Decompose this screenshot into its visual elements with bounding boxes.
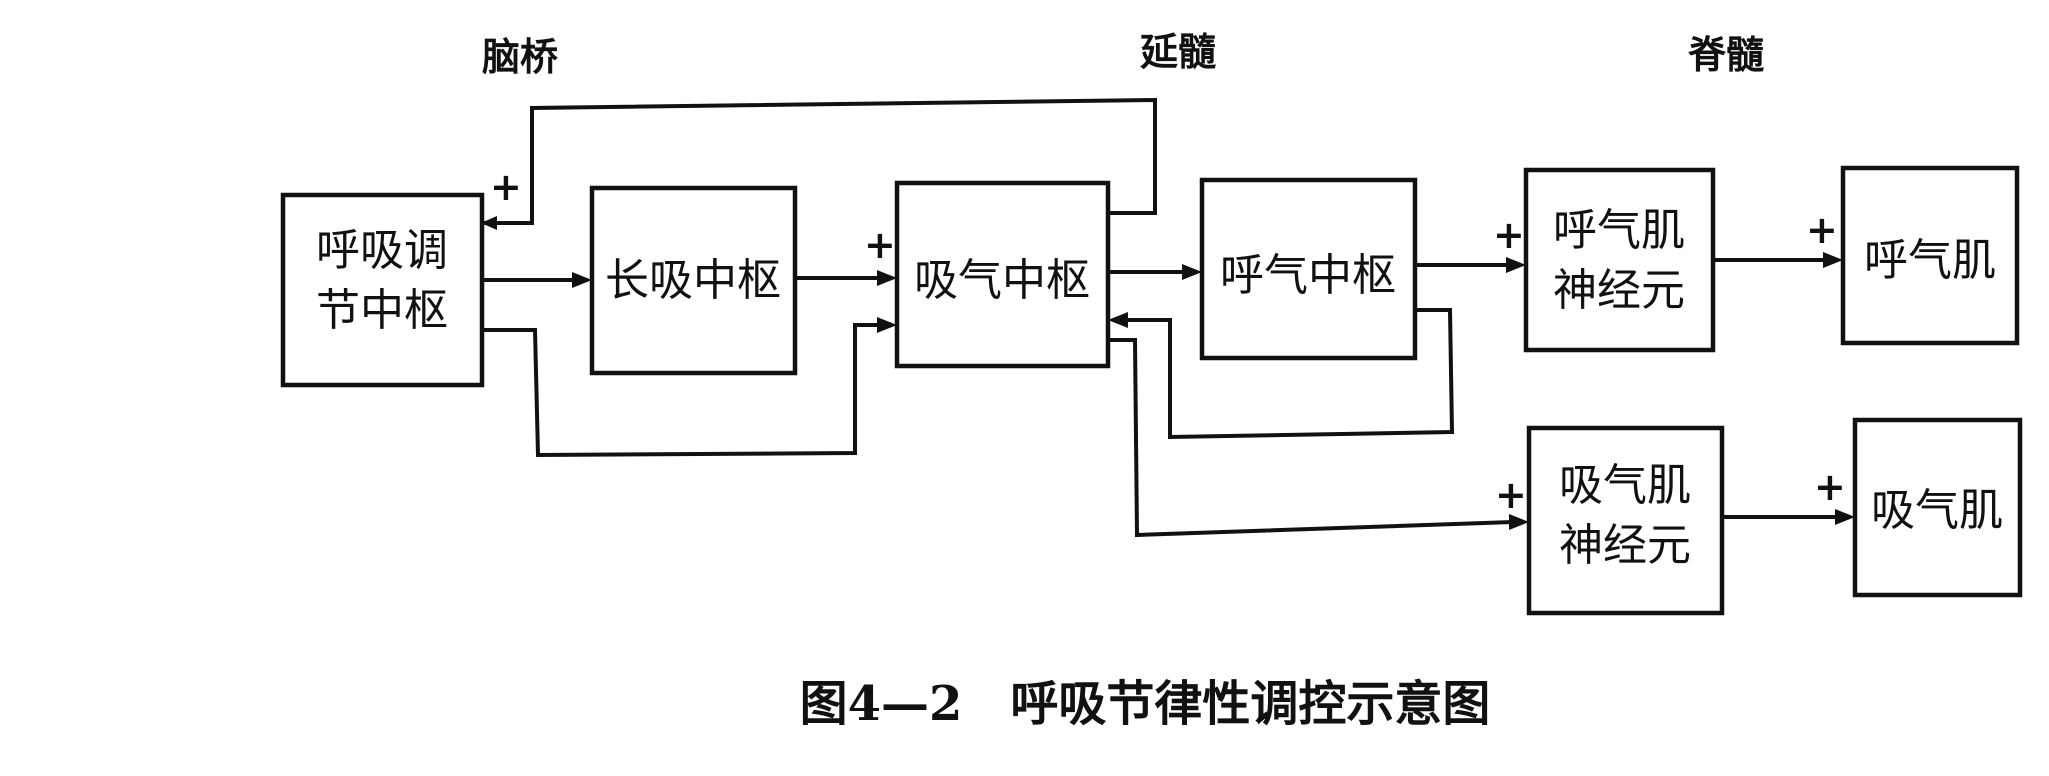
arrowhead-to-expiratory-muscle <box>1823 252 1843 268</box>
box-pneumotaxic-center: 呼吸调 节中枢 <box>280 192 485 388</box>
connection-lines <box>482 97 1838 538</box>
plus-sign-expiratory-muscle: + <box>1806 208 1838 252</box>
arrowhead-feedback <box>481 216 497 230</box>
plus-sign-inspiratory-input: + <box>864 223 896 267</box>
box-inspiratory-muscle: 吸气肌 <box>1852 417 2023 598</box>
plus-sign-inspiratory-motor-neuron: + <box>1495 473 1527 517</box>
arrowhead-to-inspiratory-motor-neuron <box>1509 514 1529 530</box>
arrowhead-expiratory-feedback <box>1108 312 1128 328</box>
box-expiratory-muscle-label: 呼气肌 <box>1864 235 1996 286</box>
plus-sign-feedback: + <box>490 165 522 209</box>
box-inspiratory-motor-neuron-line-2: 神经元 <box>1559 520 1691 571</box>
arrowheads <box>481 216 1855 530</box>
box-inspiratory-muscle-label: 吸气肌 <box>1871 485 2003 536</box>
region-label-medulla: 延髓 <box>1140 30 1216 74</box>
box-expiratory-motor-neuron-line-1: 呼气肌 <box>1553 205 1685 256</box>
box-expiratory-motor-neuron-line-2: 神经元 <box>1553 265 1685 316</box>
box-inspiratory-motor-neuron: 吸气肌 神经元 <box>1526 425 1725 616</box>
region-label-pons: 脑桥 <box>482 35 558 79</box>
line-expiratory-feedback-to-inspiratory <box>1118 308 1455 440</box>
region-label-spinal-cord: 脊髓 <box>1688 33 1764 77</box>
box-pneumotaxic-center-line-1: 呼吸调 <box>316 225 448 276</box>
box-expiratory-muscle: 呼气肌 <box>1840 165 2020 346</box>
plus-sign-expiratory-motor-neuron: + <box>1493 213 1525 257</box>
arrowhead-to-inspiratory-muscle <box>1835 509 1855 525</box>
box-inspiratory-center: 吸气中枢 <box>894 180 1111 369</box>
box-inspiratory-motor-neuron-line-1: 吸气肌 <box>1559 460 1691 511</box>
arrowhead-to-apneustic <box>572 272 592 288</box>
box-expiratory-center-label: 呼气中枢 <box>1220 250 1396 301</box>
box-inspiratory-center-label: 吸气中枢 <box>914 255 1090 306</box>
box-pneumotaxic-center-line-2: 节中枢 <box>316 285 448 336</box>
line-inspiratory-to-motor-neuron <box>1108 338 1514 538</box>
line-pneumotaxic-lower-to-inspiratory <box>482 323 885 458</box>
box-apneustic-center-label: 长吸中枢 <box>605 255 781 306</box>
feedback-line-to-pneumotaxic <box>483 97 1157 225</box>
figure-caption: 图4—2 呼吸节律性调控示意图 <box>800 676 1491 732</box>
arrowhead-lower-to-inspiratory <box>877 317 897 333</box>
plus-sign-inspiratory-muscle: + <box>1814 465 1846 509</box>
box-apneustic-center: 长吸中枢 <box>589 185 798 376</box>
arrowhead-to-expiratory <box>1182 264 1202 280</box>
plus-signs: + + + + + + <box>490 165 1846 517</box>
box-expiratory-motor-neuron: 呼气肌 神经元 <box>1523 167 1716 353</box>
box-expiratory-center: 呼气中枢 <box>1199 177 1418 361</box>
arrowhead-to-expiratory-motor-neuron <box>1506 257 1526 273</box>
arrowhead-apneustic-to-inspiratory <box>877 270 897 286</box>
